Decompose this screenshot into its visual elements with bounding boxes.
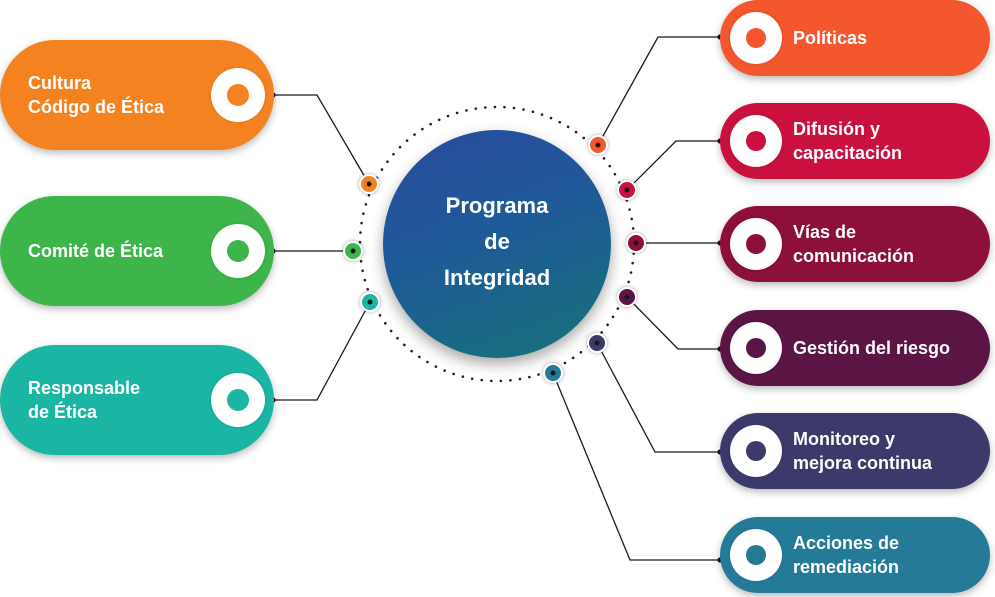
card-label-line: Acciones de xyxy=(793,533,900,553)
card-label-line: de Ética xyxy=(28,402,98,422)
card-label-line: Responsable xyxy=(28,378,141,398)
card-label-line: Código de Ética xyxy=(28,97,165,117)
card-monitoreo-mejora: Monitoreo y mejora continua xyxy=(720,413,990,489)
connector-line xyxy=(273,301,371,401)
hub-circle: Programa de Integridad xyxy=(383,130,611,358)
card-cultura-codigo-etica: Cultura Código de Ética xyxy=(0,40,274,150)
ring-icon xyxy=(211,373,265,427)
card-label: Vías de comunicación xyxy=(793,220,914,268)
connector-line xyxy=(626,140,720,191)
orbit-node xyxy=(617,287,637,307)
ring-icon xyxy=(211,68,265,122)
card-label-line: Vías de xyxy=(793,222,857,242)
card-label-line: Comité de Ética xyxy=(28,241,164,261)
ring-icon xyxy=(730,425,782,477)
orbit-node xyxy=(343,241,363,261)
card-label-line: capacitación xyxy=(793,143,903,163)
dot-icon xyxy=(746,131,766,151)
card-label: Monitoreo y mejora continua xyxy=(793,427,932,475)
card-acciones-remediacion: Acciones de remediación xyxy=(720,517,990,593)
dot-icon xyxy=(227,240,249,262)
orbit-node xyxy=(587,333,607,353)
hub-title-line: Integridad xyxy=(443,265,551,290)
dot-icon xyxy=(746,338,766,358)
orbit-node xyxy=(617,180,637,200)
card-label-line: comunicación xyxy=(793,246,915,266)
connector-line xyxy=(597,36,720,146)
node-center xyxy=(367,299,373,305)
card-label: Gestión del riesgo xyxy=(793,336,950,360)
hub-title-line: de xyxy=(484,229,510,254)
connector-line xyxy=(626,296,720,350)
node-center xyxy=(633,240,639,246)
ring-icon xyxy=(730,529,782,581)
card-label: Comité de Ética xyxy=(28,239,163,263)
card-label-line: mejora continua xyxy=(793,453,933,473)
card-label: Responsable de Ética xyxy=(28,376,140,424)
ring-icon xyxy=(211,224,265,278)
card-label: Acciones de remediación xyxy=(793,531,899,579)
card-label: Difusión y capacitación xyxy=(793,117,902,165)
node-center xyxy=(624,294,630,300)
card-label-line: Difusión y xyxy=(793,119,881,139)
node-center xyxy=(350,248,356,254)
ring-icon xyxy=(730,322,782,374)
hub-title-line: Programa xyxy=(445,193,549,218)
card-label-line: Cultura xyxy=(28,73,91,93)
connector-line xyxy=(552,372,720,561)
connector-line xyxy=(596,342,720,453)
ring-icon xyxy=(730,12,782,64)
orbit-node xyxy=(360,292,380,312)
node-center xyxy=(595,142,601,148)
card-label-line: Monitoreo y xyxy=(793,429,895,449)
card-responsable-etica: Responsable de Ética xyxy=(0,345,274,455)
node-center xyxy=(624,187,630,193)
dot-icon xyxy=(746,545,766,565)
dot-icon xyxy=(746,28,766,48)
connector-line xyxy=(273,94,370,185)
card-label: Políticas xyxy=(793,26,867,50)
card-gestion-riesgo: Gestión del riesgo xyxy=(720,310,990,386)
orbit-node xyxy=(543,363,563,383)
ring-icon xyxy=(730,115,782,167)
card-label: Cultura Código de Ética xyxy=(28,71,164,119)
orbit-node xyxy=(359,174,379,194)
dot-icon xyxy=(227,84,249,106)
card-comite-etica: Comité de Ética xyxy=(0,196,274,306)
card-label-line: Políticas xyxy=(793,28,868,48)
card-politicas: Políticas xyxy=(720,0,990,76)
node-center xyxy=(594,340,600,346)
card-label-line: Gestión del riesgo xyxy=(793,338,951,358)
card-difusion-capacitacion: Difusión y capacitación xyxy=(720,103,990,179)
card-vias-comunicacion: Vías de comunicación xyxy=(720,206,990,282)
dot-icon xyxy=(227,389,249,411)
node-center xyxy=(366,181,372,187)
ring-icon xyxy=(730,218,782,270)
orbit-node xyxy=(626,233,646,253)
orbit-node xyxy=(588,135,608,155)
dot-icon xyxy=(746,441,766,461)
card-label-line: remediación xyxy=(793,557,900,577)
node-center xyxy=(550,370,556,376)
dot-icon xyxy=(746,234,766,254)
